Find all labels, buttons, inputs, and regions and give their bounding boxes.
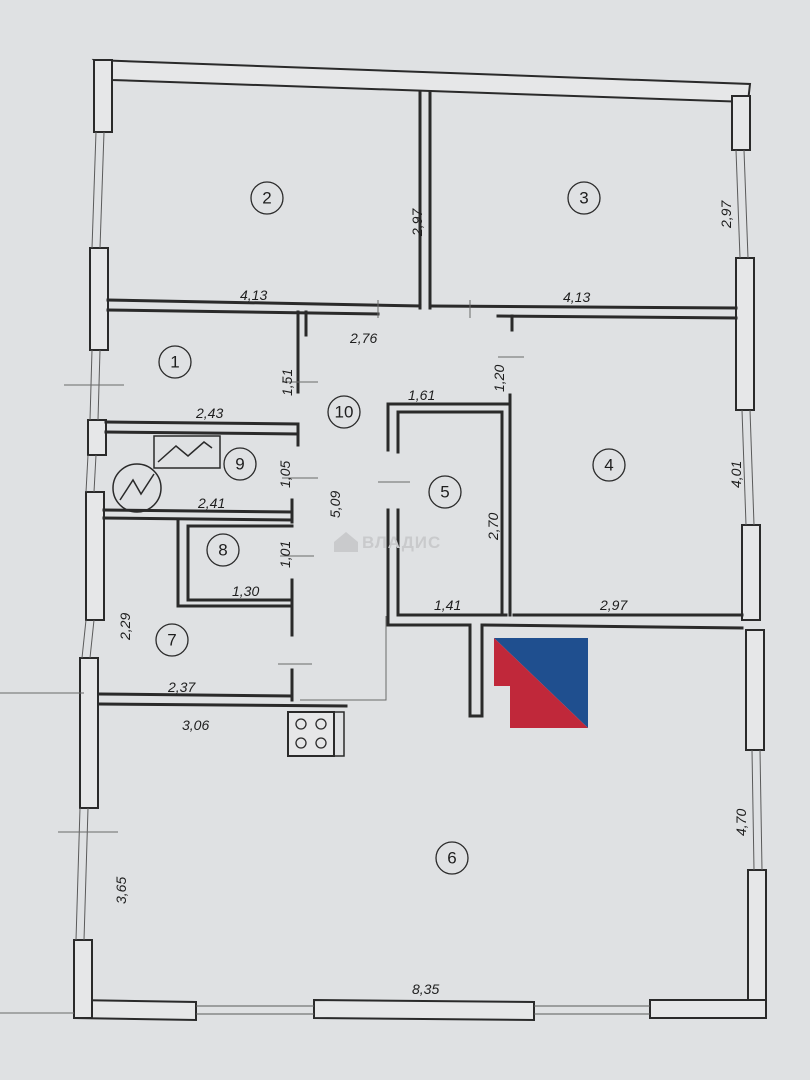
boiler-icon — [112, 463, 162, 513]
dim-room1-width: 2,43 — [195, 405, 223, 421]
dim-room2-height: 2,97 — [409, 208, 425, 237]
room-number: 1 — [170, 353, 179, 372]
room-1-label: 1 — [158, 345, 192, 379]
room-2-label: 2 — [250, 181, 284, 215]
windows — [0, 131, 763, 1015]
dim-room7-height: 2,29 — [117, 613, 133, 641]
watermark: ВЛАДИС — [334, 532, 441, 552]
stove-icon — [287, 711, 345, 757]
dim-room1-height: 1,51 — [279, 369, 295, 396]
room-number: 3 — [579, 189, 588, 208]
dim-room8-width: 1,30 — [232, 583, 259, 599]
corner-logo — [494, 638, 588, 728]
dim-room7-width: 2,37 — [167, 679, 196, 695]
room-3-label: 3 — [567, 181, 601, 215]
room-6-label: 6 — [435, 841, 469, 875]
room-5-label: 5 — [428, 475, 462, 509]
watermark-text: ВЛАДИС — [362, 533, 441, 552]
dim-room4-height: 4,01 — [728, 461, 744, 488]
dim-room9-height: 1,05 — [277, 461, 293, 488]
room-4-label: 4 — [592, 448, 626, 482]
room-number: 4 — [604, 456, 613, 475]
dim-room5-side: 1,20 — [491, 365, 507, 392]
dim-room3-height: 2,97 — [718, 200, 734, 229]
room-number: 8 — [218, 541, 227, 560]
room-number: 10 — [335, 403, 354, 422]
room-number: 6 — [447, 849, 456, 868]
dim-room9-width: 2,41 — [197, 495, 225, 511]
dim-room5-top: 1,61 — [408, 387, 435, 403]
dim-room5-width: 1,41 — [434, 597, 461, 613]
room-labels: 1 2 3 4 5 6 7 8 9 10 — [155, 181, 626, 875]
dim-room5-height: 2,70 — [485, 513, 501, 541]
room-number: 7 — [167, 631, 176, 650]
room-9-label: 9 — [223, 447, 257, 481]
exterior-walls — [73, 58, 767, 1022]
dim-corridor-width: 2,76 — [349, 330, 377, 346]
dim-room8-height: 1,01 — [277, 541, 293, 568]
room-7-label: 7 — [155, 623, 189, 657]
interior-walls — [98, 90, 744, 718]
dim-room2-width: 4,13 — [240, 287, 267, 303]
room-number: 5 — [440, 483, 449, 502]
dim-room6-height-right: 4,70 — [733, 809, 749, 836]
dim-room6-height-left: 3,65 — [113, 877, 129, 904]
electric-panel-icon — [153, 435, 221, 469]
room-number: 2 — [262, 189, 271, 208]
dim-room10-length: 5,09 — [327, 491, 343, 518]
dimension-labels: 4,13 2,97 4,13 2,97 2,76 2,43 1,51 2,41 … — [113, 200, 749, 997]
dim-room6-kitchen: 3,06 — [182, 717, 209, 733]
dim-room4-width: 2,97 — [599, 597, 628, 613]
room-8-label: 8 — [206, 533, 240, 567]
room-number: 9 — [235, 455, 244, 474]
dim-room6-width: 8,35 — [412, 981, 439, 997]
dim-room3-width: 4,13 — [563, 289, 590, 305]
room-10-label: 10 — [327, 395, 361, 429]
